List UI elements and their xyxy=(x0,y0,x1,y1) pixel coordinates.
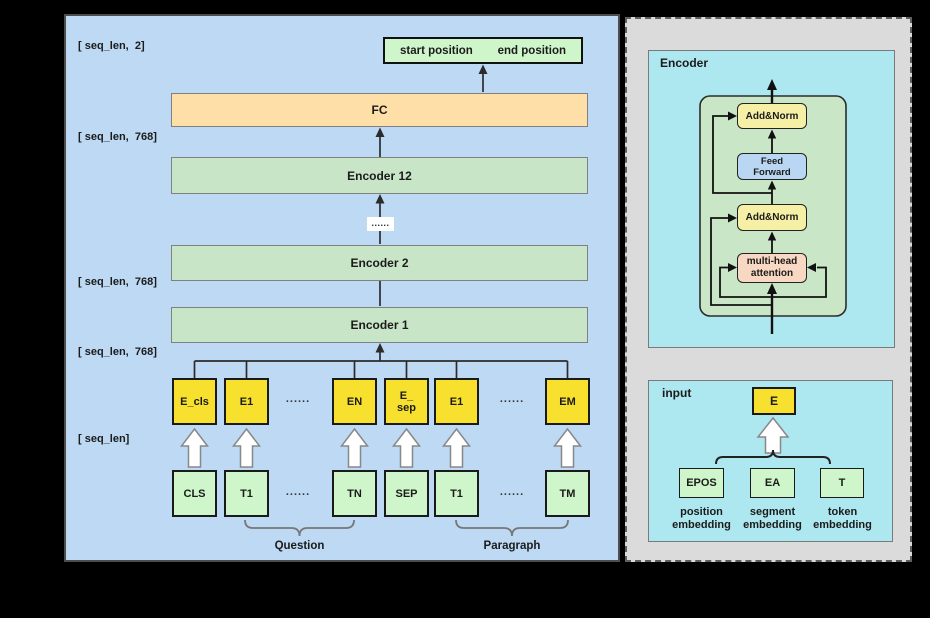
embedding-box-e1: E1 xyxy=(224,378,269,425)
shape-label-encoder2: [ seq_len, 768] xyxy=(78,276,157,288)
position-embedding-caption: position embedding xyxy=(659,506,744,532)
embedding-box-label: E_cls xyxy=(180,395,209,408)
add-norm-top-box: Add&Norm xyxy=(737,103,807,129)
combined-embedding-label: E xyxy=(769,394,778,408)
caption-line: embedding xyxy=(672,519,731,531)
embedding-box-label: E1 xyxy=(239,395,254,408)
end-position-label: end position xyxy=(497,44,566,57)
token-row-ellipsis-2: ...... xyxy=(499,486,525,498)
segment-embedding-value: EA xyxy=(764,477,781,489)
shape-label-seqlen: [ seq_len] xyxy=(78,433,130,445)
embedding-box-label: E_ xyxy=(399,389,414,402)
embedding-box-label: EM xyxy=(559,395,576,408)
token-embedding-caption: token embedding xyxy=(800,506,885,532)
caption-line: position xyxy=(680,506,723,518)
encoder-2-bar: Encoder 2 xyxy=(171,245,588,281)
token-box-label: T1 xyxy=(240,487,253,500)
input-panel-title: input xyxy=(662,386,692,400)
encoder-detail-panel xyxy=(648,50,895,348)
embedding-box-em: EM xyxy=(545,378,590,425)
token-box-label: CLS xyxy=(183,487,206,500)
shape-label-fc: [ seq_len, 768] xyxy=(78,131,157,143)
feed-forward-box: Feed Forward xyxy=(737,153,807,180)
encoder-panel-title: Encoder xyxy=(660,56,709,70)
feed-forward-label: Feed xyxy=(760,155,784,167)
embedding-row-ellipsis-1: ...... xyxy=(285,393,311,405)
embedding-box-ecls: E_cls xyxy=(172,378,217,425)
token-box-label: TM xyxy=(559,487,576,500)
token-box-sep: SEP xyxy=(384,470,429,517)
encoder-stack-ellipsis: ...... xyxy=(367,217,394,231)
token-box-label: TN xyxy=(347,487,362,500)
token-box-tm: TM xyxy=(545,470,590,517)
embedding-box-e1-paragraph: E1 xyxy=(434,378,479,425)
token-box-label: SEP xyxy=(395,487,418,500)
caption-line: token xyxy=(827,506,858,518)
caption-line: embedding xyxy=(743,519,802,531)
token-box-label: T1 xyxy=(450,487,463,500)
position-embedding-box: EPOS xyxy=(679,468,724,498)
shape-label-encoder1: [ seq_len, 768] xyxy=(78,346,157,358)
paragraph-group-label: Paragraph xyxy=(483,540,541,552)
encoder-12-bar: Encoder 12 xyxy=(171,157,588,194)
multi-head-attention-box: multi-head attention xyxy=(737,253,807,283)
token-box-t1-paragraph: T1 xyxy=(434,470,479,517)
token-row-ellipsis-1: ...... xyxy=(285,486,311,498)
token-embedding-box: T xyxy=(820,468,864,498)
segment-embedding-box: EA xyxy=(750,468,795,498)
attention-label: attention xyxy=(750,268,794,279)
segment-embedding-caption: segment embedding xyxy=(730,506,815,532)
token-embedding-value: T xyxy=(838,477,846,489)
feed-forward-label: Forward xyxy=(753,166,791,178)
question-group-label: Question xyxy=(274,540,325,552)
add-norm-label: Add&Norm xyxy=(745,110,799,122)
shape-label-output: [ seq_len, 2] xyxy=(78,40,145,52)
caption-line: segment xyxy=(749,506,796,518)
fc-layer-bar: FC xyxy=(171,93,588,127)
caption-line: embedding xyxy=(813,519,872,531)
embedding-box-esep: E_ sep xyxy=(384,378,429,425)
embedding-box-label: sep xyxy=(397,401,416,414)
embedding-box-label: E1 xyxy=(449,395,464,408)
embedding-box-en: EN xyxy=(332,378,377,425)
combined-embedding-box: E xyxy=(752,387,796,415)
position-embedding-value: EPOS xyxy=(686,477,717,489)
embedding-row-ellipsis-2: ...... xyxy=(499,393,525,405)
add-norm-label: Add&Norm xyxy=(745,212,799,223)
attention-label: multi-head xyxy=(746,256,798,267)
token-box-cls: CLS xyxy=(172,470,217,517)
token-box-t1: T1 xyxy=(224,470,269,517)
token-box-tn: TN xyxy=(332,470,377,517)
encoder-1-bar: Encoder 1 xyxy=(171,307,588,343)
output-position-box: start position end position xyxy=(383,37,583,64)
start-position-label: start position xyxy=(400,44,473,57)
add-norm-bottom-box: Add&Norm xyxy=(737,204,807,231)
embedding-box-label: EN xyxy=(346,395,363,408)
